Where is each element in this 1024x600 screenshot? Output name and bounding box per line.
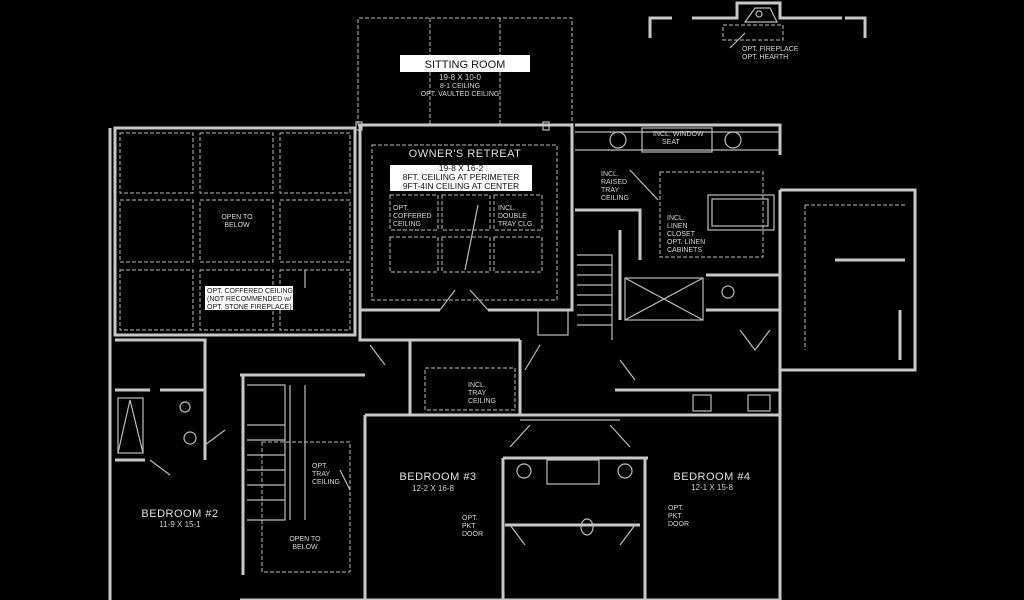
coffered-note-3: OPT. STONE FIREPLACE) <box>207 304 292 311</box>
pkt-door-4-3: DOOR <box>668 521 689 528</box>
stairs-main <box>240 373 367 600</box>
raised-tray-1: INCL. <box>601 171 619 178</box>
linen-4: OPT. LINEN <box>667 239 705 246</box>
bedroom2-name: BEDROOM #2 <box>141 508 218 520</box>
owners-retreat-name: OWNER'S RETREAT <box>409 148 522 160</box>
pkt-door-3-3: DOOR <box>462 531 483 538</box>
coffered-note-2: (NOT RECOMMENDED w/ <box>207 296 291 303</box>
linen-1: INCL. <box>667 215 685 222</box>
bedroom4-dims: 12-1 X 15-8 <box>691 483 733 492</box>
coffered-note-1: OPT. COFFERED CEILING <box>207 288 293 295</box>
owners-bath <box>575 127 782 415</box>
open-below-stair-2: BELOW <box>292 544 318 551</box>
raised-tray-2: RAISED <box>601 179 627 186</box>
opt-coffered-3: CEILING <box>393 221 421 228</box>
window-seat-2: SEAT <box>662 139 680 146</box>
fireplace-note-1: OPT. FIREPLACE <box>742 46 799 53</box>
opt-tray-1: OPT. <box>312 463 328 470</box>
open-below-top-2: BELOW <box>224 222 250 229</box>
exterior-walls <box>108 123 917 600</box>
hall-tray-3: CEILING <box>468 398 496 405</box>
opt-coffered-2: COFFERED <box>393 213 432 220</box>
pkt-door-4-1: OPT. <box>668 505 684 512</box>
walk-in-closet <box>804 204 905 360</box>
sitting-room-name: SITTING ROOM <box>425 59 506 71</box>
open-below-stair-1: OPEN TO <box>289 536 321 543</box>
hall-tray-2: TRAY <box>468 390 486 397</box>
opt-tray-3: CEILING <box>312 479 340 486</box>
raised-tray-4: CEILING <box>601 195 629 202</box>
double-tray-3: TRAY CLG. <box>498 221 534 228</box>
fireplace-bump-out <box>648 1 867 49</box>
sitting-room-label-box <box>400 55 530 72</box>
opt-coffered-1: OPT. <box>393 205 409 212</box>
bedroom3-dims: 12-2 X 16-8 <box>412 484 454 493</box>
linen-3: CLOSET <box>667 231 696 238</box>
stairs-upper <box>577 254 613 340</box>
sitting-room-note-1: 8-1 CEILING <box>440 83 480 90</box>
sitting-room-dims: 19-8 X 10-0 <box>439 73 481 82</box>
sitting-room-note-2: OPT. VAULTED CEILING <box>421 91 500 98</box>
bedroom2-dims: 11-9 X 15-1 <box>159 520 201 529</box>
bath-2 <box>115 338 226 476</box>
owners-retreat-note-1: 8FT. CEILING AT PERIMETER <box>403 172 520 182</box>
open-below-top-1: OPEN TO <box>221 214 253 221</box>
fireplace-note-2: OPT. HEARTH <box>742 54 788 61</box>
hall-closets <box>358 309 636 415</box>
coffered-note-box <box>205 286 293 310</box>
jack-and-jill-bath <box>501 419 648 600</box>
double-tray-1: INCL. <box>498 205 516 212</box>
hall-tray-1: INCL. <box>468 382 486 389</box>
pkt-door-4-2: PKT <box>668 513 682 520</box>
bedroom4-name: BEDROOM #4 <box>673 471 750 483</box>
window-seat-1: INCL. WINDOW <box>653 131 704 138</box>
double-tray-2: DOUBLE <box>498 213 527 220</box>
owners-retreat-label-box <box>390 165 532 191</box>
raised-tray-3: TRAY <box>601 187 619 194</box>
opt-tray-2: TRAY <box>312 471 330 478</box>
linen-5: CABINETS <box>667 247 702 254</box>
owners-retreat-note-2: 9FT-4IN CEILING AT CENTER <box>403 181 519 191</box>
linen-2: LINEN <box>667 223 688 230</box>
bedroom3-name: BEDROOM #3 <box>399 471 476 483</box>
owners-retreat-dims: 19-8 X 16-2 <box>439 163 484 173</box>
pkt-door-3-2: PKT <box>462 523 476 530</box>
pkt-door-3-1: OPT. <box>462 515 478 522</box>
